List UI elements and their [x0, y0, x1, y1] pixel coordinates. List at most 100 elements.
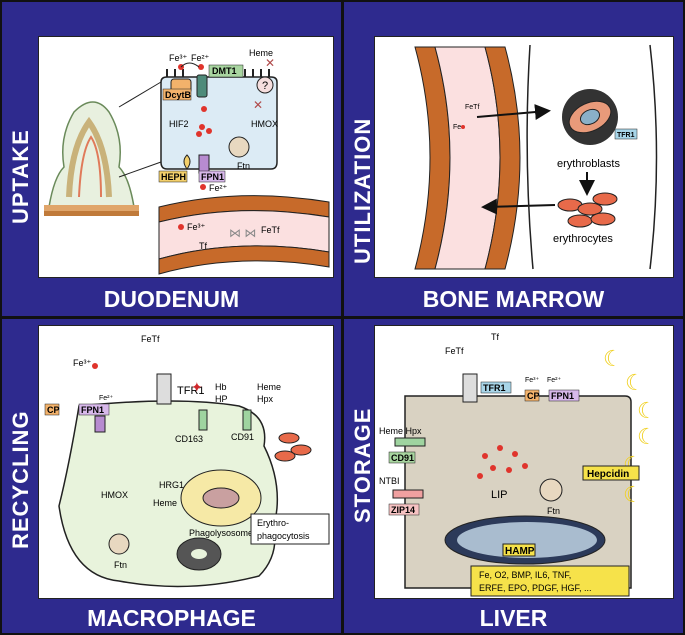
hb-label: Hb	[215, 382, 227, 392]
tf-label: Tf	[491, 332, 499, 342]
hif2-label: HIF2	[169, 119, 189, 129]
heme-top-label: Heme	[257, 382, 281, 392]
uptake-label: UPTAKE	[8, 129, 33, 224]
cp-label: CP	[527, 391, 540, 401]
bone-marrow-diagram: FeTf Fe TFR1 erythroblasts	[414, 44, 658, 270]
regulators-line-1: Fe, O2, BMP, IL6, TNF,	[479, 570, 571, 580]
fe3-vessel-label: Fe³⁺	[187, 222, 206, 232]
recycling-quadrant: RECYCLING MACROPHAGE FeTf Fe³⁺ Fe²⁺ CP F…	[0, 317, 343, 635]
erythroblasts-label: erythroblasts	[557, 158, 620, 170]
fpn1-label: FPN1	[201, 172, 224, 182]
erythrocytes-label: erythrocytes	[553, 233, 613, 245]
liver-label: LIVER	[479, 605, 548, 631]
macrophage-label: MACROPHAGE	[87, 605, 256, 631]
hmox-label: HMOX	[251, 119, 278, 129]
svg-text:☾: ☾	[603, 346, 623, 371]
lip-label: LIP	[491, 489, 508, 501]
heph-label: HEPH	[161, 172, 186, 182]
fe2-label: Fe²⁺	[99, 395, 114, 402]
macrophage-diagram: FeTf Fe³⁺ Fe²⁺ CP FPN1 TFR1 Hb HP ✦ Heme…	[44, 334, 330, 588]
regulators-box	[470, 565, 630, 597]
svg-text:☾: ☾	[623, 482, 643, 507]
labile-iron-pool	[477, 445, 528, 479]
fpn1-label: FPN1	[81, 405, 104, 415]
tfr1-label: TFR1	[483, 383, 506, 393]
uptake-quadrant: UPTAKE DUODENUM	[0, 0, 343, 318]
ferritin-shell	[228, 136, 250, 158]
fpn1-label: FPN1	[551, 391, 574, 401]
svg-text:☾: ☾	[625, 370, 645, 395]
hepcidin-label: Hepcidin	[587, 469, 629, 480]
villus-illustration	[44, 101, 139, 216]
phagolysosome	[180, 469, 262, 527]
cd91-label: CD91	[231, 432, 254, 442]
fe3-label: Fe³⁺	[73, 358, 92, 368]
tfr1-receptor	[156, 373, 172, 405]
bone-marrow-panel: FeTf Fe TFR1 erythroblasts	[374, 36, 674, 278]
hepcidin-molecules: ☾ ☾ ☾ ☾ ☾ ☾	[603, 346, 657, 507]
fetf-label: FeTf	[465, 104, 479, 111]
hamp-label: HAMP	[505, 546, 535, 557]
zip14-label: ZIP14	[391, 505, 415, 515]
hemoglobin-icon: ✦	[191, 379, 203, 395]
question-mark: ?	[262, 80, 268, 92]
heme-label: Heme	[249, 48, 273, 58]
regulators-line-2: ERFE, EPO, PDGF, HGF, ...	[479, 583, 592, 593]
storage-quadrant: STORAGE LIVER Tf FeTf TFR1 Fe³⁺ Fe²⁺ CP …	[342, 317, 685, 635]
macrophage-panel: FeTf Fe³⁺ Fe²⁺ CP FPN1 TFR1 Hb HP ✦ Heme…	[38, 325, 334, 599]
phagolysosome-label: Phagolysosome	[189, 528, 253, 538]
heme-icon: ✕	[265, 56, 275, 70]
cd91-receptor	[242, 409, 252, 431]
heme-icon-inside: ✕	[253, 98, 263, 112]
ntbi-label: NTBI	[379, 476, 400, 486]
dmt1-transporter	[196, 74, 208, 98]
erythrocytes-cells	[557, 192, 618, 228]
heme-hpx-label: Heme Hpx	[379, 426, 422, 436]
erythroblast-cell	[562, 89, 618, 145]
fetf-label: FeTf	[261, 225, 280, 235]
heme-label: Heme	[153, 498, 177, 508]
blood-vessel	[158, 195, 330, 275]
duodenum-label: DUODENUM	[103, 286, 240, 312]
liver-panel: Tf FeTf TFR1 Fe³⁺ Fe²⁺ CP FPN1 ☾ ☾ ☾ ☾ ☾…	[374, 325, 674, 599]
cd163-label: CD163	[175, 434, 203, 444]
senescent-erythrocytes	[274, 432, 312, 462]
fetf-label: FeTf	[445, 346, 464, 356]
hmox-label: HMOX	[101, 490, 128, 500]
hp-label: HP	[215, 394, 228, 404]
dmt1-label: DMT1	[212, 66, 237, 76]
tf-label: Tf	[199, 241, 207, 251]
tfr1-label: TFR1	[177, 385, 205, 397]
ferritin-shell	[539, 478, 563, 502]
cd91-label: CD91	[391, 453, 414, 463]
fe3-label: Fe³⁺	[169, 53, 188, 63]
fe3-label: Fe³⁺	[525, 377, 540, 384]
ftn-label: Ftn	[237, 161, 250, 171]
tfr1-receptor	[462, 373, 478, 403]
bone-marrow-label: BONE MARROW	[422, 286, 605, 312]
ferritin-shell	[108, 533, 130, 555]
ftn-label: Ftn	[114, 560, 127, 570]
svg-text:☾: ☾	[637, 424, 657, 449]
ftn-label: Ftn	[547, 506, 560, 516]
hpx-label: Hpx	[257, 394, 274, 404]
transferrin-icon: ⋈ ⋈	[229, 226, 256, 240]
utilization-label: UTILIZATION	[350, 117, 375, 264]
svg-text:☾: ☾	[637, 398, 657, 423]
marrow-vessel	[414, 46, 521, 270]
liver-diagram: Tf FeTf TFR1 Fe³⁺ Fe²⁺ CP FPN1 ☾ ☾ ☾ ☾ ☾…	[379, 332, 657, 597]
hrg1-label: HRG1	[159, 480, 184, 490]
erythro-label-1: Erythro-	[257, 518, 289, 528]
fpn1-transporter	[198, 154, 210, 174]
tfr1-label: TFR1	[617, 132, 635, 139]
cd163-receptor	[198, 409, 208, 431]
cp-label: CP	[47, 405, 60, 415]
fe2-label: Fe²⁺	[191, 53, 210, 63]
cd91-receptor	[394, 437, 426, 447]
fe2-label: Fe²⁺	[547, 377, 562, 384]
utilization-quadrant: UTILIZATION BONE MARROW FeTf Fe	[342, 0, 685, 318]
zip14-transporter	[392, 489, 424, 499]
duodenum-panel: Fe³⁺ Fe²⁺ DMT1 DcytB Heme ✕ ? ✕ HMOX HIF…	[38, 36, 334, 278]
storage-label: STORAGE	[350, 407, 375, 523]
